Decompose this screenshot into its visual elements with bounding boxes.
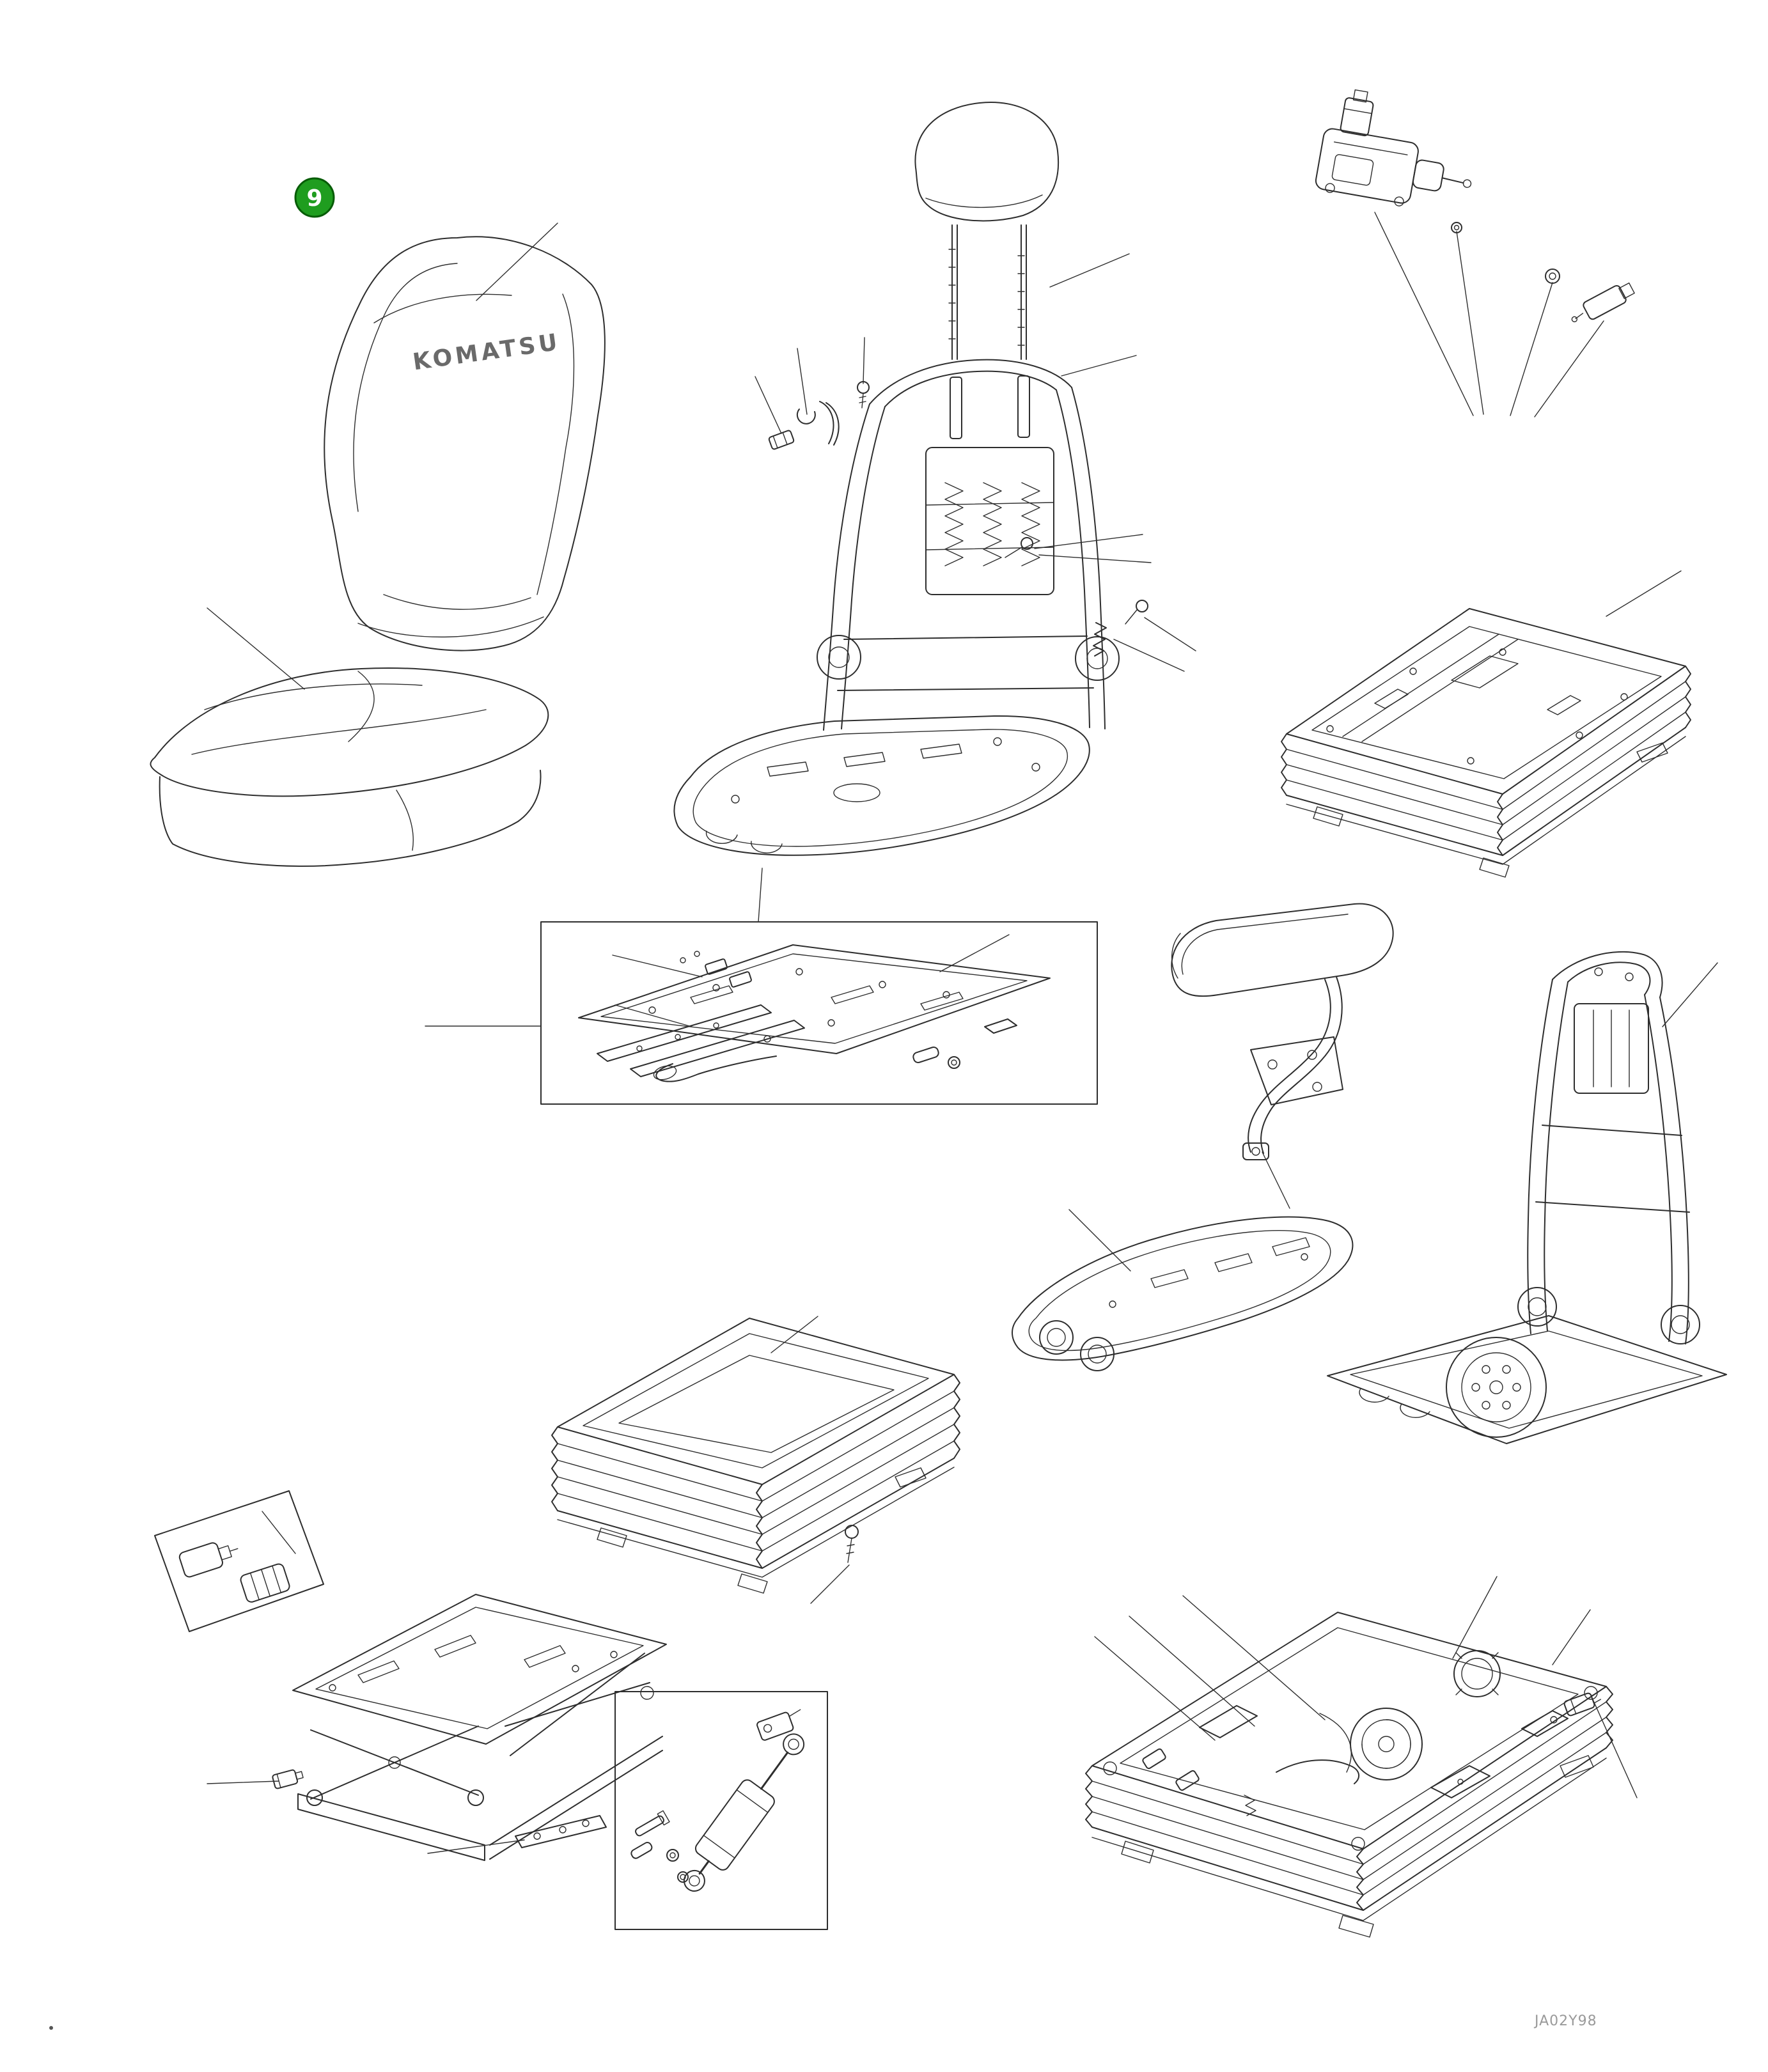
slide-rail bbox=[597, 1004, 772, 1062]
connector-drawing bbox=[1563, 1692, 1602, 1717]
drawing-code: JA02Y98 bbox=[1533, 2013, 1597, 2029]
suspension-box-lower-drawing bbox=[1085, 1612, 1613, 1938]
air-compressor-drawing bbox=[1315, 89, 1472, 206]
detail-box bbox=[540, 921, 1098, 1105]
mounting-clips-drawing bbox=[768, 381, 870, 450]
seat-cushion-drawing bbox=[150, 667, 549, 867]
lumbar-spring bbox=[1021, 482, 1040, 566]
headrest-drawing bbox=[914, 102, 1060, 360]
seat-base-pan-drawing bbox=[673, 715, 1090, 856]
frame-bolt bbox=[1005, 537, 1033, 558]
seat-pan-drawing bbox=[1012, 1216, 1354, 1371]
slide-rail-assembly-drawing bbox=[540, 921, 1098, 1105]
callout-lines bbox=[207, 212, 1718, 1854]
lumbar-spring bbox=[944, 482, 964, 566]
slide-rail-part-drawing bbox=[515, 1815, 607, 1848]
bellows-screw-drawing bbox=[845, 1525, 859, 1563]
shock-absorber-kit-drawing bbox=[614, 1691, 828, 1930]
locking-clip-drawing bbox=[272, 1769, 304, 1789]
armrest-drawing bbox=[1171, 903, 1394, 1160]
seat-frame-with-swivel-drawing bbox=[1327, 951, 1727, 1444]
scissor-suspension-drawing bbox=[292, 1594, 667, 1861]
suspension-box-upper-drawing bbox=[1281, 608, 1691, 878]
screw bbox=[857, 381, 870, 409]
balloon-circle[interactable] bbox=[294, 177, 335, 218]
backrest-cushion-drawing: KOMATSU bbox=[324, 236, 606, 651]
adjuster-screw-and-spring-drawing bbox=[1093, 600, 1148, 657]
actuator-motors-drawing bbox=[154, 1490, 324, 1632]
part-callout-balloon[interactable]: 9 bbox=[294, 177, 335, 218]
balloon-number: 9 bbox=[306, 185, 322, 212]
c-clip bbox=[796, 409, 816, 425]
slide-rail bbox=[630, 1020, 805, 1077]
bellows-drawing bbox=[551, 1318, 960, 1594]
compressor-small-parts bbox=[1451, 222, 1635, 323]
detail-box bbox=[154, 1490, 324, 1632]
o-ring bbox=[1545, 269, 1560, 284]
komatsu-logo: KOMATSU bbox=[411, 329, 562, 376]
exploded-view-drawing: 9 KOMATSU bbox=[49, 89, 1727, 2030]
lumbar-spring bbox=[983, 482, 1002, 566]
corner-mark bbox=[49, 2026, 53, 2030]
post-notches bbox=[948, 249, 1025, 346]
release-handle bbox=[655, 1055, 777, 1082]
air-valve bbox=[1571, 282, 1635, 323]
tension-spring bbox=[1093, 622, 1107, 657]
backrest-frame-drawing bbox=[817, 359, 1120, 731]
detail-box bbox=[614, 1691, 828, 1930]
